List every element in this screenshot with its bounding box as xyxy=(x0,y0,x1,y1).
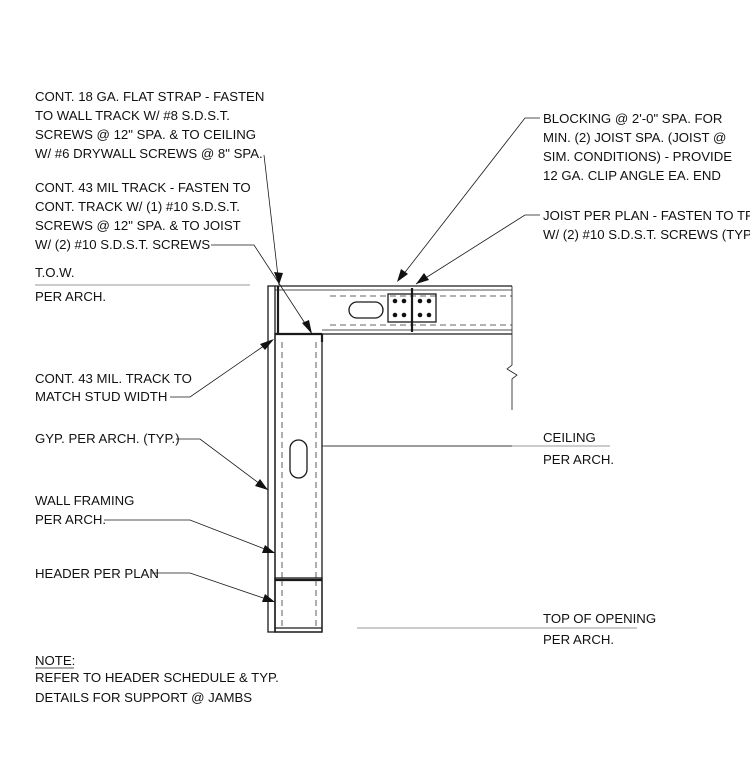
callout-track-stud: CONT. 43 MIL. TRACK TO MATCH STUD WIDTH xyxy=(35,371,192,404)
track-top-arrowhead xyxy=(302,320,312,334)
note-line: DETAILS FOR SUPPORT @ JAMBS xyxy=(35,690,252,705)
note-line: PER ARCH. xyxy=(35,289,106,304)
note-line: CONT. 18 GA. FLAT STRAP - FASTEN xyxy=(35,89,264,104)
gyp-arrowhead xyxy=(255,479,268,490)
clip-angle-screws xyxy=(392,298,432,318)
note-line: SCREWS @ 12" SPA. & TO CEILING xyxy=(35,127,256,142)
note-line: PER ARCH. xyxy=(35,512,106,527)
note-line: W/ (2) #10 S.D.S.T. SCREWS (TYP.) xyxy=(543,227,750,242)
note-line: GYP. PER ARCH. (TYP.) xyxy=(35,431,180,446)
gypsum-board xyxy=(267,285,276,633)
note-line: TO WALL TRACK W/ #8 S.D.S.T. xyxy=(35,108,230,123)
general-note-title: NOTE: xyxy=(35,653,75,668)
joist-assembly xyxy=(275,285,518,410)
note-line: CEILING xyxy=(543,430,596,445)
blocking-leader xyxy=(398,117,540,281)
track-stud-arrowhead xyxy=(260,339,274,350)
callout-header: HEADER PER PLAN xyxy=(35,566,159,581)
break-line xyxy=(506,334,518,410)
callout-tow: T.O.W. PER ARCH. xyxy=(35,265,106,304)
note-line: BLOCKING @ 2'-0" SPA. FOR xyxy=(543,111,722,126)
note-line: SIM. CONDITIONS) - PROVIDE xyxy=(543,149,732,164)
callout-wall-framing: WALL FRAMING PER ARCH. xyxy=(35,493,134,527)
wall-framing-arrowhead xyxy=(262,545,275,553)
note-line: JOIST PER PLAN - FASTEN TO TRACK xyxy=(543,208,750,223)
header-leader xyxy=(152,572,276,603)
strap-arrowhead xyxy=(274,272,283,285)
note-line: PER ARCH. xyxy=(543,452,614,467)
track-top-leader xyxy=(211,244,313,335)
note-line: HEADER PER PLAN xyxy=(35,566,159,581)
note-line: W/ #6 DRYWALL SCREWS @ 8" SPA. xyxy=(35,146,263,161)
note-line: SCREWS @ 12" SPA. & TO JOIST xyxy=(35,218,241,233)
note-line: PER ARCH. xyxy=(543,632,614,647)
note-line: MATCH STUD WIDTH xyxy=(35,389,167,404)
joist-punchout xyxy=(348,301,384,319)
leader-lines xyxy=(104,117,540,603)
blocking-arrowhead xyxy=(397,269,408,282)
stud-punchout xyxy=(289,439,308,479)
strap-leader xyxy=(263,154,280,286)
wall-assembly xyxy=(267,285,324,633)
wall-framing-leader xyxy=(104,519,276,554)
note-line: CONT. 43 MIL. TRACK TO xyxy=(35,371,192,386)
note-line: TOP OF OPENING xyxy=(543,611,656,626)
note-line: 12 GA. CLIP ANGLE EA. END xyxy=(543,168,721,183)
callout-ceiling: CEILING PER ARCH. xyxy=(543,430,614,467)
note-line: WALL FRAMING xyxy=(35,493,134,508)
callout-strap: CONT. 18 GA. FLAT STRAP - FASTEN TO WALL… xyxy=(35,89,264,161)
note-line: CONT. TRACK W/ (1) #10 S.D.S.T. xyxy=(35,199,240,214)
joist-arrowhead xyxy=(416,273,429,284)
track-stud-leader xyxy=(170,340,272,398)
callout-gyp: GYP. PER ARCH. (TYP.) xyxy=(35,431,180,446)
header-arrowhead xyxy=(262,594,275,602)
callout-joist: JOIST PER PLAN - FASTEN TO TRACK W/ (2) … xyxy=(543,208,750,242)
header xyxy=(274,577,323,633)
note-line: MIN. (2) JOIST SPA. (JOIST @ xyxy=(543,130,726,145)
note-line: W/ (2) #10 S.D.S.T. SCREWS xyxy=(35,237,210,252)
callout-track-top: CONT. 43 MIL TRACK - FASTEN TO CONT. TRA… xyxy=(35,180,251,252)
gyp-leader xyxy=(176,438,269,491)
note-line: T.O.W. xyxy=(35,265,75,280)
callout-blocking: BLOCKING @ 2'-0" SPA. FOR MIN. (2) JOIST… xyxy=(543,111,732,183)
note-line: CONT. 43 MIL TRACK - FASTEN TO xyxy=(35,180,251,195)
joist-leader xyxy=(415,214,540,285)
general-note: NOTE: REFER TO HEADER SCHEDULE & TYP. DE… xyxy=(35,653,279,705)
callout-top-of-opening: TOP OF OPENING PER ARCH. xyxy=(543,611,656,647)
note-line: REFER TO HEADER SCHEDULE & TYP. xyxy=(35,670,279,685)
